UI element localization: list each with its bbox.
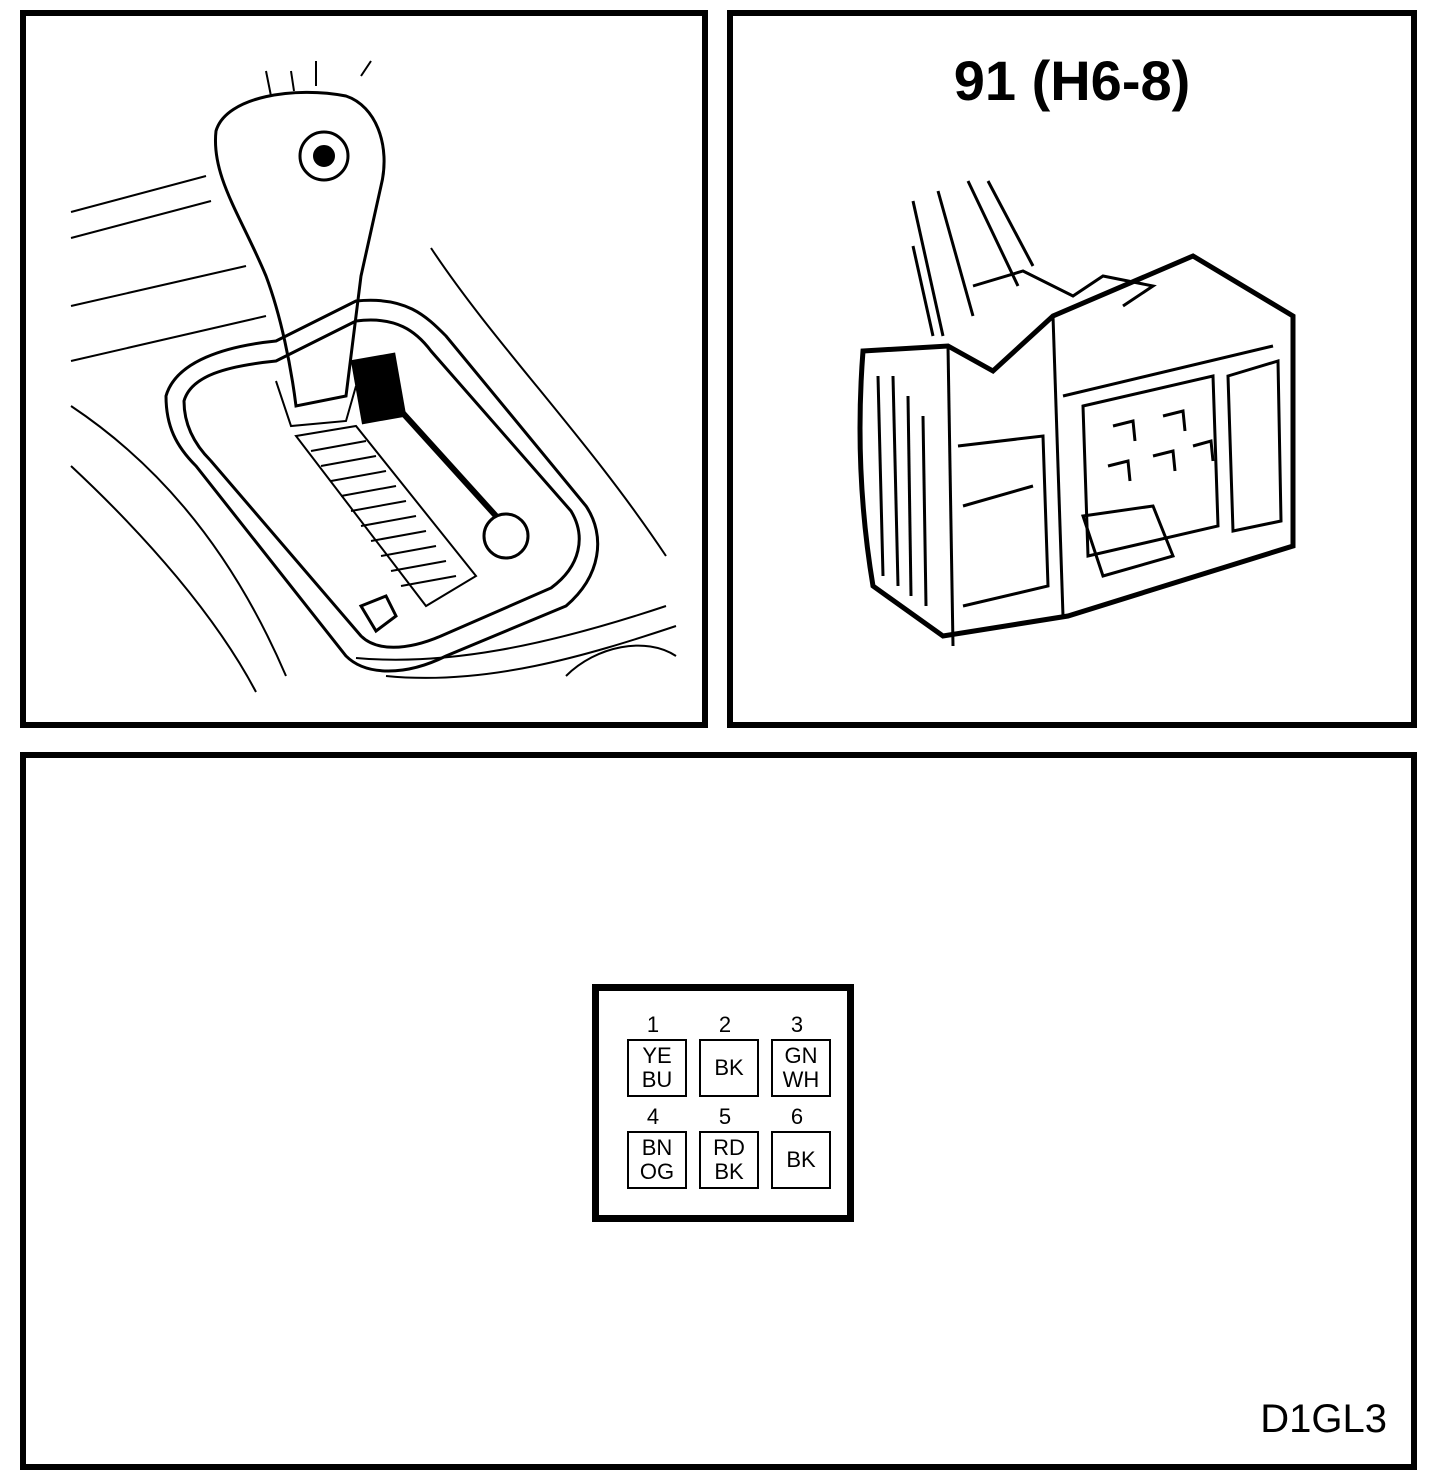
- wire-color: BN: [641, 1135, 673, 1160]
- shifter-illustration-panel: [20, 10, 708, 728]
- pin-1: 1 YE BU: [615, 1013, 691, 1111]
- wire-color: BK: [714, 1159, 744, 1184]
- wire-color: OG: [639, 1159, 675, 1184]
- pin-number: 6: [790, 1104, 804, 1129]
- pin-number: 4: [646, 1104, 660, 1129]
- pin-6: 6 BK: [759, 1105, 835, 1203]
- pin-number: 1: [646, 1012, 660, 1037]
- connector-pin-block: 1 YE BU 2 BK 3 GN WH 4 BN OG: [592, 984, 854, 1222]
- pin-3: 3 GN WH: [759, 1013, 835, 1111]
- wire-color: BK: [786, 1147, 816, 1172]
- wire-color: YE: [642, 1043, 672, 1068]
- pin-wire-colors: BK: [771, 1131, 831, 1189]
- pin-wire-colors: RD BK: [699, 1131, 759, 1189]
- pin-5: 5 RD BK: [687, 1105, 763, 1203]
- wire-color: BU: [641, 1067, 673, 1092]
- pin-wire-colors: BK: [699, 1039, 759, 1097]
- pin-wire-colors: YE BU: [627, 1039, 687, 1097]
- pin-4: 4 BN OG: [615, 1105, 691, 1203]
- connector-title: 91 (H6-8): [953, 49, 1191, 112]
- wire-color: GN: [784, 1043, 818, 1068]
- pin-wire-colors: GN WH: [771, 1039, 831, 1097]
- connector-drawing: [857, 180, 1296, 647]
- pin-number: 5: [718, 1104, 732, 1129]
- pin-wire-colors: BN OG: [627, 1131, 687, 1189]
- pinout-panel: 1 YE BU 2 BK 3 GN WH 4 BN OG: [20, 752, 1417, 1470]
- pin-2: 2 BK: [687, 1013, 763, 1111]
- gear-shifter-drawing: [70, 60, 677, 693]
- pin-number: 2: [718, 1012, 732, 1037]
- wire-color: RD: [713, 1135, 745, 1160]
- connector-illustration-panel: 91 (H6-8): [727, 10, 1417, 728]
- wire-color: BK: [714, 1055, 744, 1080]
- pin-number: 3: [790, 1012, 804, 1037]
- wire-color: WH: [782, 1067, 820, 1092]
- diagram-code: D1GL3: [1260, 1397, 1387, 1441]
